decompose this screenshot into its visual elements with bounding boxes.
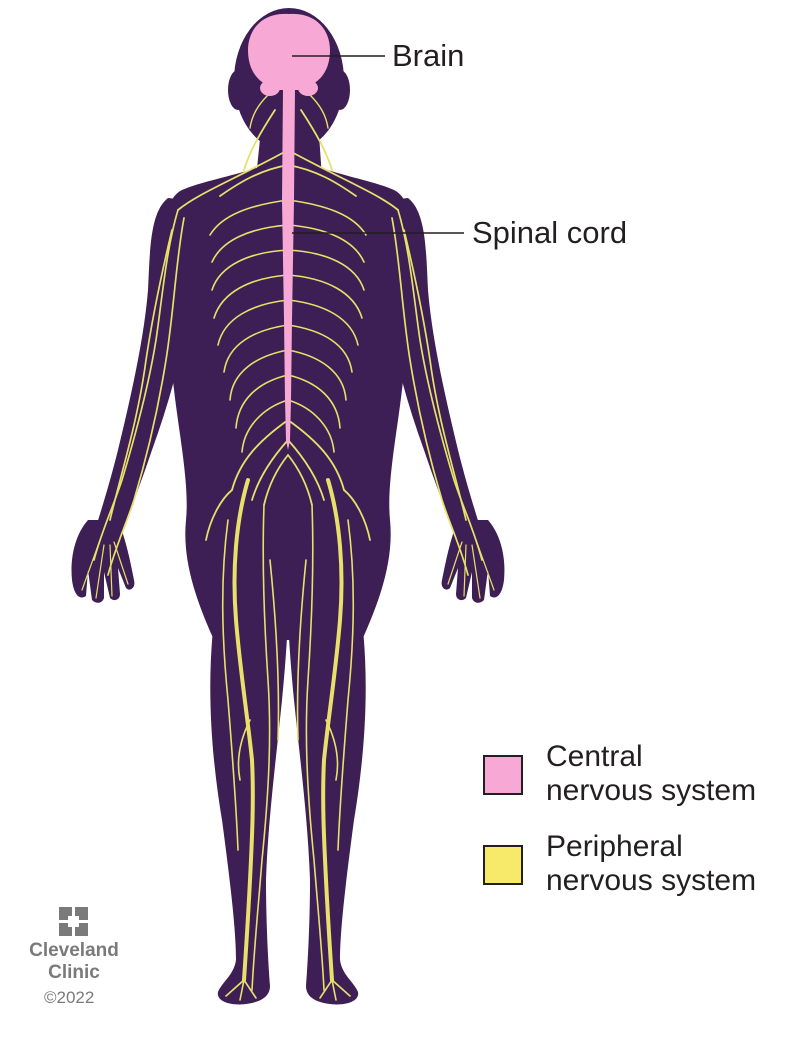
- brain-shape: [248, 13, 330, 90]
- copyright: ©2022: [44, 988, 95, 1007]
- brand-line1: Cleveland: [29, 940, 119, 961]
- callout-lines: [292, 55, 464, 234]
- spinal-cord-label: Spinal cord: [472, 215, 628, 250]
- brain-label: Brain: [392, 38, 465, 73]
- peripheral-nerves: [81, 94, 495, 1001]
- cleveland-clinic-cross-icon: [59, 907, 88, 936]
- spinal-cord-shape: [282, 88, 295, 450]
- peripheral-legend-swatch: [483, 845, 523, 885]
- peripheral-legend-line1: Peripheral: [546, 830, 683, 863]
- central-legend-line1: Central: [546, 740, 643, 773]
- brand-line2: Clinic: [48, 962, 100, 983]
- central-legend-swatch: [483, 755, 523, 795]
- peripheral-legend-line2: nervous system: [546, 864, 757, 897]
- central-legend-line2: nervous system: [546, 774, 757, 807]
- central-nervous-system: [248, 13, 330, 450]
